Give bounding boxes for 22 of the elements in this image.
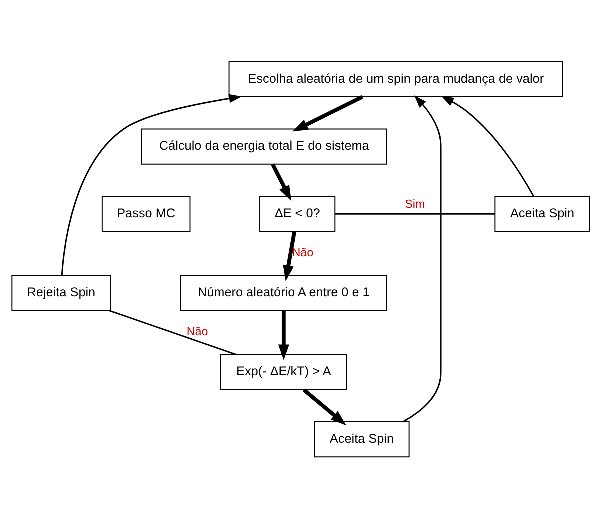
node-box: Número aleatório A entre 0 e 1 — [180, 274, 388, 311]
node-box: Exp(- ΔE/kT) > A — [220, 354, 348, 390]
node-box: Cálculo da energia total E do sistema — [141, 128, 388, 164]
node-box: Aceita Spin — [494, 196, 590, 232]
node-box: Aceita Spin — [314, 420, 410, 458]
arrow — [278, 310, 290, 360]
node-box: Rejeita Spin — [12, 274, 112, 311]
arrow — [271, 163, 292, 201]
arrow — [283, 230, 297, 281]
edge-label: Não — [186, 325, 208, 338]
edge-label: Sim — [405, 197, 426, 210]
arrow — [61, 94, 242, 275]
arrow — [403, 95, 442, 422]
node-box: Escolha aleatória de um spin para mudança de valor — [228, 60, 564, 98]
node-box: Passo MC — [102, 196, 191, 232]
connector — [335, 212, 496, 214]
arrow — [441, 96, 534, 196]
node-box: ΔE < 0? — [260, 196, 336, 232]
arrow — [292, 94, 364, 132]
arrow — [302, 388, 346, 426]
edge-label: Não — [292, 246, 314, 260]
connector — [109, 310, 236, 355]
